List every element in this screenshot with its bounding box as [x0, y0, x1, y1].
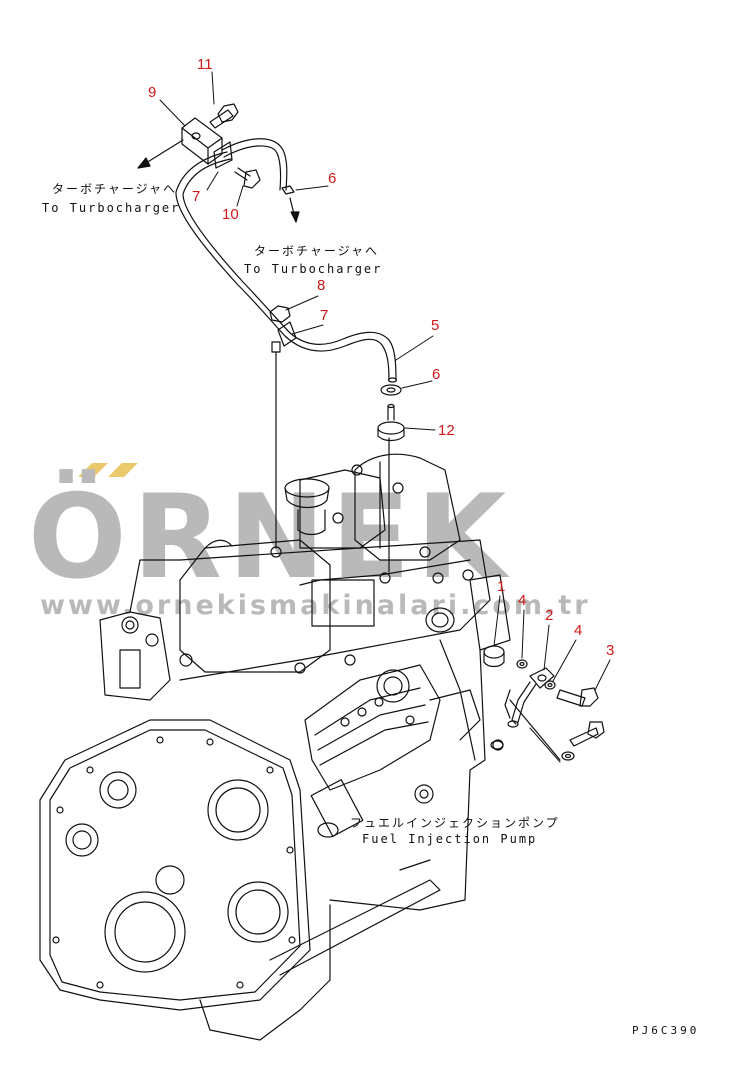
callout-5: 5 [431, 317, 440, 334]
turbo-mid-label-jp: ターボチャージャへ [254, 244, 380, 258]
engine-block [39, 453, 511, 1041]
callout-1: 1 [497, 578, 506, 595]
assembly-lines [275, 351, 561, 761]
gasket-6-upper [281, 185, 295, 195]
callout-7: 7 [192, 188, 201, 205]
callout-10: 10 [222, 206, 239, 223]
turbo-left-label-en: To Turbocharger [42, 201, 181, 215]
turbo-mid-label-en: To Turbocharger [244, 262, 383, 276]
flange-9 [181, 117, 233, 169]
bolt-11 [209, 103, 239, 129]
turbo-arrows [137, 139, 300, 223]
upper-oil-pipe [175, 138, 290, 337]
bolt-10 [234, 167, 261, 189]
pump-label-en: Fuel Injection Pump [362, 832, 538, 846]
callout-4-lower: 4 [574, 622, 583, 639]
callout-6: 6 [328, 170, 337, 187]
callout-6-lower: 6 [432, 366, 441, 383]
connector-12 [377, 403, 405, 442]
gasket-6-lower [380, 384, 402, 396]
callout-4: 4 [518, 592, 527, 609]
lower-oil-pipe [284, 331, 398, 383]
callout-8: 8 [317, 277, 326, 294]
callout-9: 9 [148, 84, 157, 101]
drawing-code: PJ6C390 [632, 1024, 700, 1037]
watermark-brand: ÖRNEK [28, 470, 513, 605]
callout-2: 2 [545, 607, 554, 624]
callout-11: 11 [197, 56, 213, 73]
turbo-left-label-jp: ターボチャージャへ [52, 182, 178, 196]
leader-lines [159, 71, 611, 763]
right-parts [483, 645, 605, 761]
pump-label-jp: フュエルインジェクションポンプ [350, 816, 560, 830]
callout-3: 3 [606, 642, 615, 659]
callout-7-lower: 7 [320, 307, 329, 324]
callout-12: 12 [438, 422, 455, 439]
clamp-8 [269, 305, 297, 353]
